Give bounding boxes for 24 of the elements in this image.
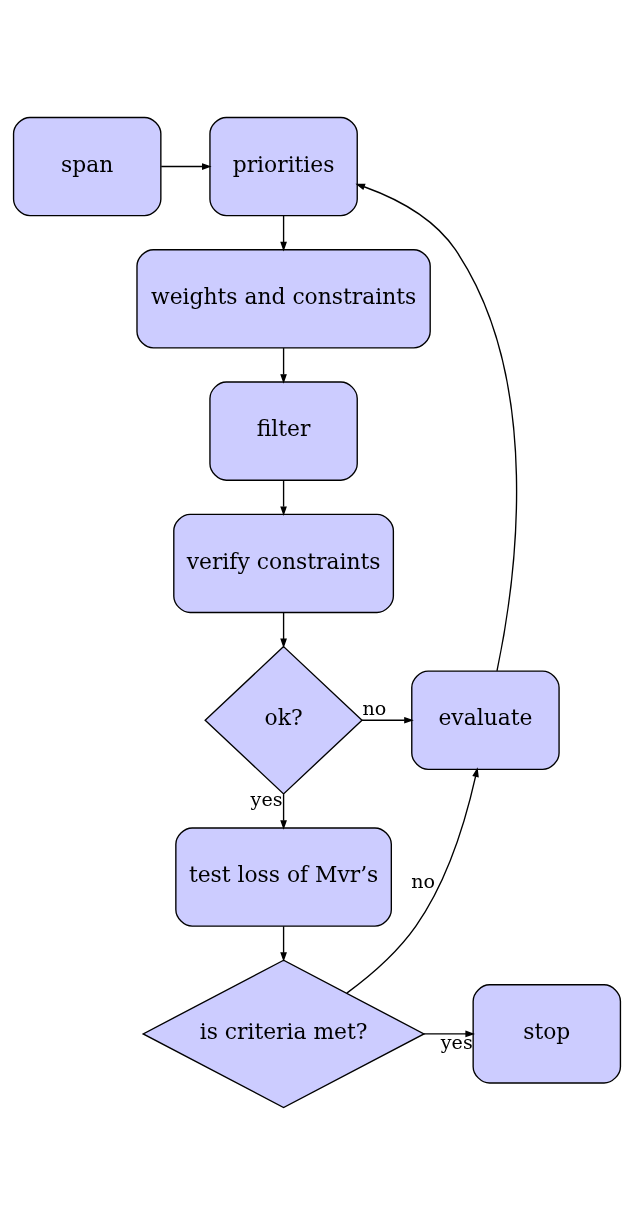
arrow [160,162,212,170]
node-box: evaluate [411,669,560,770]
arrow [280,346,287,384]
arrow [423,1030,475,1037]
arrow [280,925,287,962]
node-box: filter [209,380,358,481]
node-box: span [12,116,162,216]
arrow [346,766,479,994]
edge-label: no [411,869,436,893]
arrow [280,479,287,516]
arrow [355,183,518,672]
node-box: weights and constraints [136,248,431,349]
node-diamond: is criteria met? [141,959,426,1108]
arrow [280,214,287,251]
node-diamond: ok? [204,645,363,795]
arrow [280,792,287,830]
node-box: verify constraints [173,513,395,613]
arrow [361,716,414,724]
node-box: stop [472,983,622,1084]
arrow [280,611,287,648]
edge-label: no [362,696,387,720]
node-box: test loss of Mvr’s [175,826,392,927]
edge-label: yes [440,1030,473,1054]
node-box: priorities [209,116,358,216]
